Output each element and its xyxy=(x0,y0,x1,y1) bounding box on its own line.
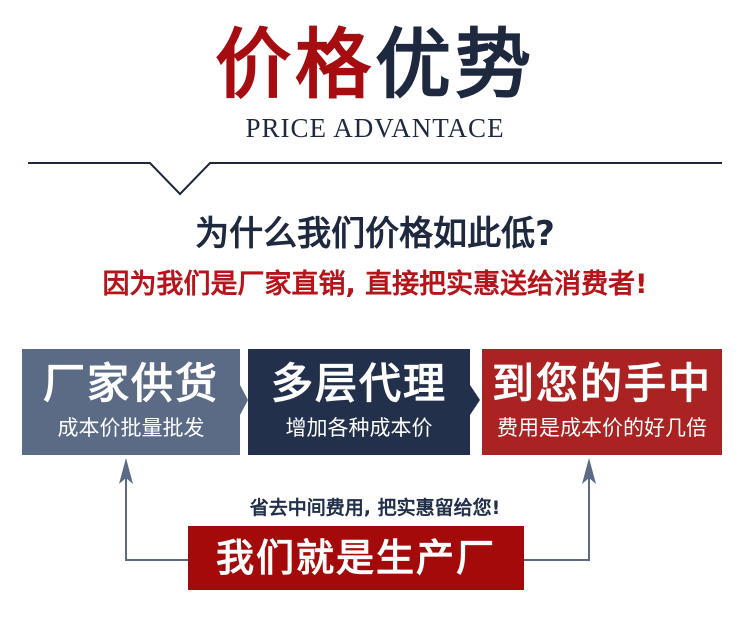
left-arrow-head xyxy=(119,458,133,484)
step-desc: 成本价批量批发 xyxy=(57,416,205,440)
step-title: 厂家供货 xyxy=(42,359,219,408)
step-to-you: 到您的手中 费用是成本价的好几倍 xyxy=(482,349,722,455)
chevron-icon xyxy=(240,385,248,415)
left-arrow-line xyxy=(125,462,188,561)
right-arrow-line xyxy=(524,462,590,561)
title-navy: 优势 xyxy=(375,20,535,109)
step-factory-supply: 厂家供货 成本价批量批发 xyxy=(22,349,240,455)
step-desc: 费用是成本价的好几倍 xyxy=(497,416,707,440)
step-title: 到您的手中 xyxy=(491,359,712,408)
chevron-icon xyxy=(470,385,480,415)
right-arrow-head xyxy=(582,458,596,484)
step-title: 多层代理 xyxy=(270,359,447,408)
step-multi-agents: 多层代理 增加各种成本价 xyxy=(248,349,470,455)
answer: 因为我们是厂家直销, 直接把实惠送给消费者! xyxy=(102,269,648,300)
step-desc: 增加各种成本价 xyxy=(285,416,433,440)
factory-banner: 我们就是生产厂家! xyxy=(188,526,524,633)
question: 为什么我们价格如此低? xyxy=(195,214,555,254)
tagline: 省去中间费用, 把实惠留给您! xyxy=(249,497,501,519)
divider-line xyxy=(28,162,722,196)
title-red: 价格 xyxy=(215,20,375,109)
page-title: 价格优势 xyxy=(0,20,750,110)
subtitle: PRICE ADVANTACE xyxy=(245,113,505,143)
